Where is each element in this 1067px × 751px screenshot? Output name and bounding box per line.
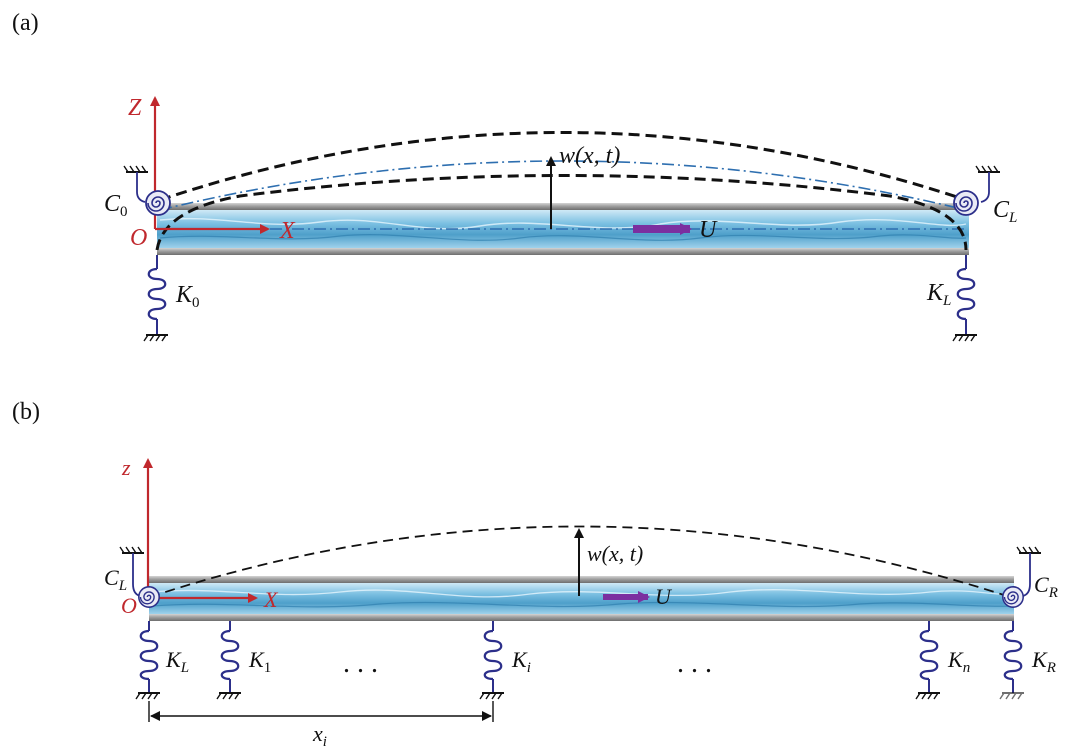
left-torsion-label: C0 xyxy=(104,191,128,220)
flow-label: U xyxy=(655,584,673,609)
pipe-fluid xyxy=(149,583,1014,614)
torsion-spring-icon xyxy=(119,546,160,608)
linear-spring-icon xyxy=(143,253,169,342)
mode-lower-curve xyxy=(155,174,968,251)
pipe-wall-bottom xyxy=(149,614,1014,621)
panel-a: (a) w(x, t) U Z X O C0 xyxy=(12,10,1017,342)
x-axis-label: X xyxy=(263,587,279,612)
panel-a-tag: (a) xyxy=(12,10,39,36)
deflected-centerline xyxy=(159,160,967,211)
deflection-label: w(x, t) xyxy=(587,541,643,566)
linear-spring-icon xyxy=(135,619,161,700)
linear-spring-icon xyxy=(479,619,505,700)
z-axis-label: z xyxy=(121,455,131,480)
ellipsis-right: . . . xyxy=(677,648,712,679)
mode-upper-curve xyxy=(159,131,967,202)
linear-spring-icon xyxy=(915,619,941,700)
torsion-spring-icon xyxy=(953,165,1001,216)
dimension-label: xi xyxy=(312,721,327,750)
origin-label: O xyxy=(130,225,147,251)
torsion-spring-icon xyxy=(1002,546,1042,608)
mode-curve xyxy=(149,525,1011,598)
panel-b-tag: (b) xyxy=(12,399,40,425)
spring-label-1: K1 xyxy=(248,647,271,676)
spring-label-n: Kn xyxy=(947,647,970,676)
x-axis-label: X xyxy=(279,218,296,244)
origin-label: O xyxy=(121,593,137,618)
left-torsion-label: CL xyxy=(104,565,127,594)
torsion-spring-icon xyxy=(123,165,171,216)
deflection-label: w(x, t) xyxy=(559,143,620,169)
pipe-wall-top xyxy=(157,203,969,210)
right-spring-label: KL xyxy=(926,280,951,309)
spring-label-left: KL xyxy=(165,647,189,676)
pipe-wall-bottom xyxy=(157,248,969,255)
spring-label-right: KR xyxy=(1031,647,1056,676)
flow-label: U xyxy=(699,217,718,243)
linear-spring-icon xyxy=(216,619,242,700)
ellipsis-left: . . . xyxy=(343,648,378,679)
z-axis-label: Z xyxy=(128,95,142,121)
right-torsion-label: CR xyxy=(1034,572,1058,601)
linear-spring-icon xyxy=(999,619,1025,700)
pipe-wall-top xyxy=(149,576,1014,583)
linear-spring-icon xyxy=(952,253,978,342)
left-spring-label: K0 xyxy=(175,282,200,311)
panel-b: (b) w(x, t) U z X O CL xyxy=(12,399,1058,750)
spring-label-i: Ki xyxy=(511,647,531,676)
right-torsion-label: CL xyxy=(993,197,1017,226)
